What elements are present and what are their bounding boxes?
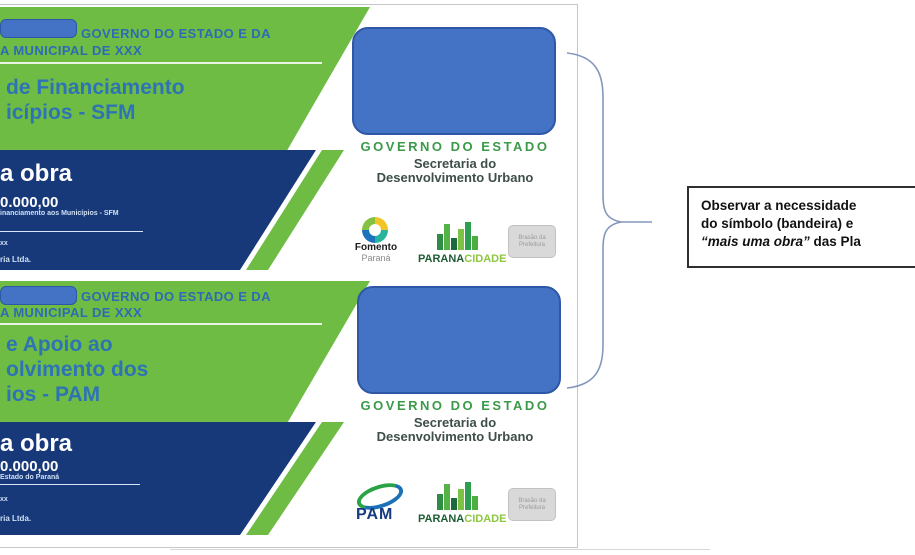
banner-obra-text: a obra bbox=[0, 160, 73, 187]
header-underline bbox=[0, 62, 322, 64]
banner-value: 0.000,00 bbox=[0, 194, 59, 211]
program-title-line3: ios - PAM bbox=[6, 383, 101, 406]
program-title: e Apoio ao olvimento dos ios - PAM bbox=[6, 332, 148, 407]
bottom-divider-line bbox=[170, 549, 710, 550]
banner-underline bbox=[0, 484, 140, 485]
crest-line2: Prefeitura bbox=[518, 504, 545, 511]
banner-company: ria Ltda. bbox=[0, 255, 32, 264]
header-underline bbox=[0, 323, 322, 325]
crest-line2: Prefeitura bbox=[518, 241, 545, 248]
gov-block: GOVERNO DO ESTADO Secretaria do Desenvol… bbox=[340, 398, 570, 444]
callout-line2: do símbolo (bandeira) e bbox=[701, 216, 854, 231]
secretaria-line2: Desenvolvimento Urbano bbox=[376, 170, 534, 185]
pam-icon bbox=[353, 478, 407, 515]
banner-xx: xx bbox=[0, 496, 8, 503]
banner-underline bbox=[0, 231, 143, 232]
callout-line3: “mais uma obra” das Pla bbox=[701, 233, 915, 251]
fomento-parana-icon bbox=[362, 217, 388, 243]
program-title-line2: olvimento dos bbox=[6, 358, 149, 381]
crest-line1: Brasão da bbox=[518, 497, 546, 504]
placa-pam: GOVERNO DO ESTADO E DA A MUNICIPAL DE XX… bbox=[0, 278, 578, 546]
secretaria-line1: Secretaria do bbox=[413, 415, 497, 430]
fomento-parana-logo: Fomento Paraná bbox=[345, 242, 407, 263]
gov-block: GOVERNO DO ESTADO Secretaria do Desenvol… bbox=[340, 139, 570, 185]
navy-banner-shape bbox=[0, 422, 316, 535]
paranacidade-icon bbox=[437, 220, 478, 250]
banner-source: Estado do Paraná bbox=[0, 474, 60, 481]
paranacidade-bold: PARANA bbox=[418, 513, 465, 525]
annotation-callout: Observar a necessidade do símbolo (bande… bbox=[687, 186, 915, 268]
sign-header-line2: A MUNICIPAL DE XXX bbox=[0, 305, 143, 320]
paranacidade-logo: PARANACIDADE bbox=[418, 253, 506, 265]
banner-value: 0.000,00 bbox=[0, 458, 59, 475]
logo-placeholder-box-small bbox=[0, 19, 77, 38]
banner-obra-text: a obra bbox=[0, 430, 73, 457]
secretaria-line1: Secretaria do bbox=[413, 156, 497, 171]
program-title-line2: icípios - SFM bbox=[6, 101, 136, 124]
banner-source: inanciamento aos Municípios - SFM bbox=[0, 210, 119, 217]
logo-placeholder-box-small bbox=[0, 286, 77, 305]
paranacidade-icon bbox=[437, 480, 478, 510]
municipal-crest-placeholder: Brasão da Prefeitura bbox=[508, 488, 556, 521]
sign-header-line1: GOVERNO DO ESTADO E DA bbox=[81, 26, 271, 41]
fomento-sub: Paraná bbox=[361, 253, 391, 263]
fomento-name: Fomento bbox=[354, 242, 398, 253]
governo-do-estado-label: GOVERNO DO ESTADO bbox=[360, 398, 550, 413]
paranacidade-bold: PARANA bbox=[418, 253, 465, 265]
banner-company: ria Ltda. bbox=[0, 514, 32, 523]
green-accent-stripe bbox=[246, 422, 344, 535]
pam-logo: PAM bbox=[356, 506, 394, 523]
callout-line1: Observar a necessidade bbox=[701, 198, 857, 213]
green-accent-stripe bbox=[246, 150, 344, 270]
paranacidade-logo: PARANACIDADE bbox=[418, 513, 506, 525]
municipal-crest-placeholder: Brasão da Prefeitura bbox=[508, 225, 556, 258]
program-title: de Financiamento icípios - SFM bbox=[6, 75, 185, 125]
sign-background-shapes bbox=[0, 281, 370, 535]
program-title-line1: e Apoio ao bbox=[6, 333, 113, 356]
secretaria-line2: Desenvolvimento Urbano bbox=[376, 429, 534, 444]
flag-placeholder-box bbox=[357, 286, 561, 394]
sign-header-line1: GOVERNO DO ESTADO E DA bbox=[81, 289, 271, 304]
callout-line3-rest: das Pla bbox=[809, 234, 861, 249]
flag-placeholder-box bbox=[352, 27, 556, 135]
callout-line3-italic: “mais uma obra” bbox=[701, 234, 810, 249]
sign-header-line2: A MUNICIPAL DE XXX bbox=[0, 43, 143, 58]
curly-brace-icon bbox=[566, 52, 652, 389]
sign-background-shapes bbox=[0, 7, 370, 270]
placa-sfm: GOVERNO DO ESTADO E DA A MUNICIPAL DE XX… bbox=[0, 5, 578, 270]
crest-line1: Brasão da bbox=[518, 234, 546, 241]
governo-do-estado-label: GOVERNO DO ESTADO bbox=[360, 139, 550, 154]
paranacidade-light: CIDADE bbox=[464, 253, 507, 265]
paranacidade-light: CIDADE bbox=[464, 513, 507, 525]
navy-banner-shape bbox=[0, 150, 316, 270]
program-title-line1: de Financiamento bbox=[6, 76, 185, 99]
banner-xx: xx bbox=[0, 240, 8, 247]
